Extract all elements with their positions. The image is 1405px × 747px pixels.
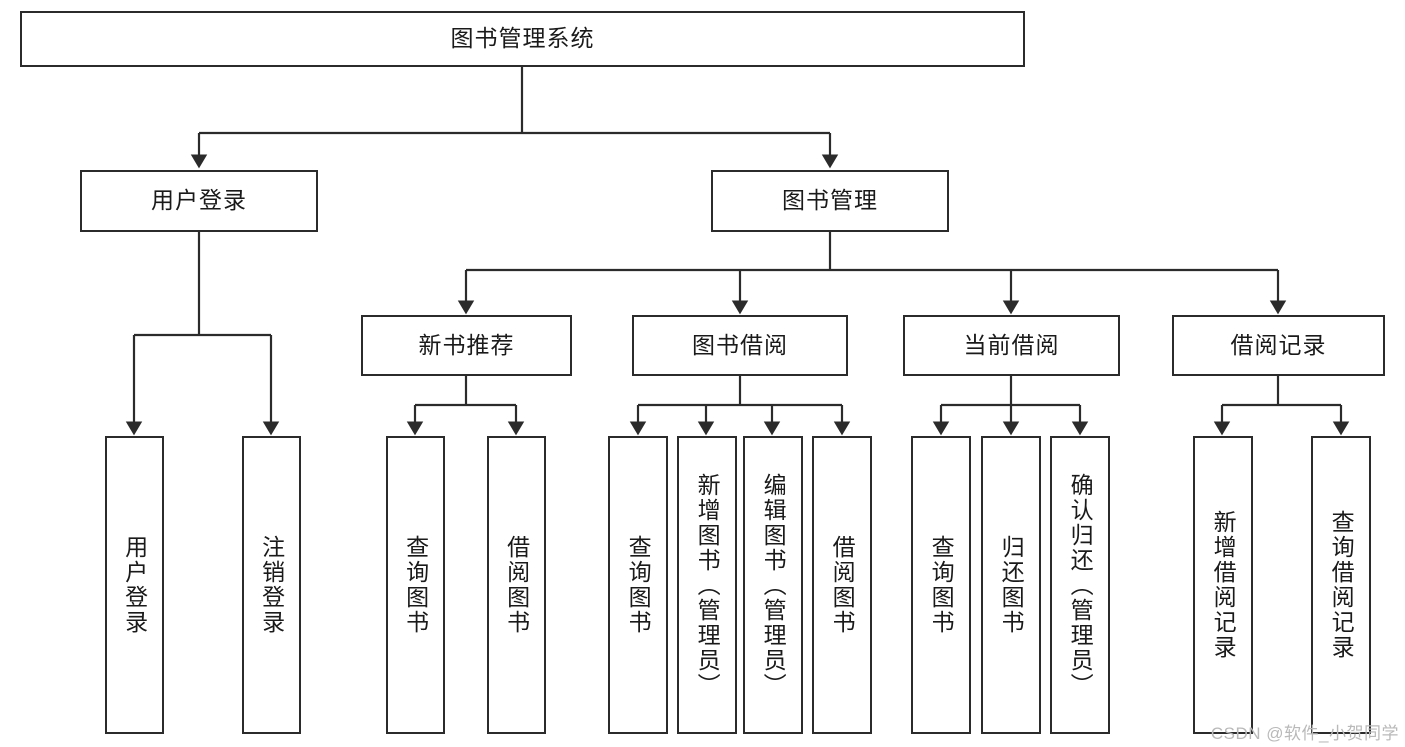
node-user-login-label: 用户登录 <box>151 187 247 214</box>
node-new-book-recommend-label: 新书推荐 <box>418 331 515 358</box>
node-leaf-borrow-book[interactable]: 借阅图书 <box>812 436 872 734</box>
node-leaf-query-book-recommend-label: 查询图书 <box>402 535 429 635</box>
node-borrow-record-label: 借阅记录 <box>1230 331 1327 358</box>
node-leaf-user-login-label: 用户登录 <box>121 535 148 635</box>
node-leaf-query-book-current-label: 查询图书 <box>928 535 955 635</box>
node-leaf-user-login[interactable]: 用户登录 <box>105 436 164 734</box>
node-leaf-borrow-book-recommend[interactable]: 借阅图书 <box>487 436 546 734</box>
node-leaf-query-book-current[interactable]: 查询图书 <box>911 436 971 734</box>
node-root-label: 图书管理系统 <box>450 25 595 52</box>
node-leaf-confirm-return-admin[interactable]: 确认归还（管理员） <box>1050 436 1110 734</box>
node-book-borrow[interactable]: 图书借阅 <box>632 315 848 376</box>
node-leaf-borrow-book-recommend-label: 借阅图书 <box>503 535 530 635</box>
node-leaf-add-borrow-record[interactable]: 新增借阅记录 <box>1193 436 1253 734</box>
node-leaf-query-borrow-record[interactable]: 查询借阅记录 <box>1311 436 1371 734</box>
node-leaf-query-book-borrow-label: 查询图书 <box>625 535 652 635</box>
node-leaf-return-book[interactable]: 归还图书 <box>981 436 1041 734</box>
node-book-manage[interactable]: 图书管理 <box>711 170 949 232</box>
node-current-borrow[interactable]: 当前借阅 <box>903 315 1120 376</box>
node-borrow-record[interactable]: 借阅记录 <box>1172 315 1385 376</box>
node-leaf-logout-login[interactable]: 注销登录 <box>242 436 301 734</box>
node-new-book-recommend[interactable]: 新书推荐 <box>361 315 572 376</box>
node-leaf-edit-book-admin-label: 编辑图书（管理员） <box>760 472 787 698</box>
node-leaf-logout-login-label: 注销登录 <box>258 535 285 635</box>
watermark-text: CSDN @软件_小贺同学 <box>1210 724 1399 743</box>
node-leaf-query-borrow-record-label: 查询借阅记录 <box>1328 510 1355 660</box>
node-current-borrow-label: 当前借阅 <box>963 331 1060 358</box>
node-leaf-return-book-label: 归还图书 <box>998 535 1025 635</box>
node-book-manage-label: 图书管理 <box>782 187 878 214</box>
node-leaf-edit-book-admin[interactable]: 编辑图书（管理员） <box>743 436 803 734</box>
node-leaf-add-book-admin[interactable]: 新增图书（管理员） <box>677 436 737 734</box>
node-leaf-query-book-recommend[interactable]: 查询图书 <box>386 436 445 734</box>
node-leaf-add-book-admin-label: 新增图书（管理员） <box>694 472 721 698</box>
node-user-login[interactable]: 用户登录 <box>80 170 318 232</box>
node-leaf-query-book-borrow[interactable]: 查询图书 <box>608 436 668 734</box>
node-root[interactable]: 图书管理系统 <box>20 11 1025 67</box>
node-book-borrow-label: 图书借阅 <box>692 331 788 358</box>
node-leaf-add-borrow-record-label: 新增借阅记录 <box>1210 510 1237 660</box>
node-leaf-borrow-book-label: 借阅图书 <box>829 535 856 635</box>
node-leaf-confirm-return-admin-label: 确认归还（管理员） <box>1067 472 1094 698</box>
